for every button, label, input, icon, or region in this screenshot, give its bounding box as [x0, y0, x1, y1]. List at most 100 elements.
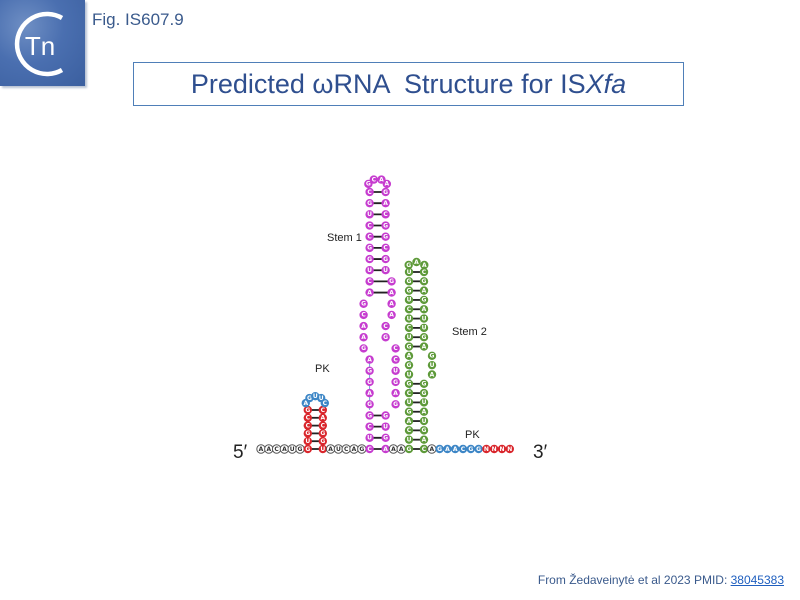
nucleotide-linker: G [357, 444, 367, 454]
svg-text:A: A [383, 446, 388, 453]
svg-text:A: A [320, 415, 325, 422]
nucleotide-pk-stem: C [318, 405, 327, 415]
svg-text:G: G [383, 435, 388, 442]
figure-label: Fig. IS607.9 [92, 10, 184, 29]
svg-text:C: C [383, 211, 388, 218]
nucleotide-stem2: U [404, 295, 414, 305]
nucleotide-stem1: G [381, 411, 390, 420]
nucleotide-stem1: A [387, 288, 396, 297]
svg-text:G: G [305, 430, 310, 437]
svg-text:G: G [361, 345, 366, 352]
svg-text:A: A [379, 176, 384, 183]
nucleotide-stem2: U [419, 416, 429, 426]
svg-text:C: C [323, 400, 328, 407]
svg-text:N: N [499, 446, 504, 453]
svg-text:G: G [383, 256, 388, 263]
svg-text:U: U [367, 267, 372, 274]
nucleotide-stem1: U [365, 433, 374, 443]
svg-text:G: G [383, 222, 388, 229]
svg-text:A: A [389, 312, 394, 319]
svg-text:C: C [407, 306, 412, 313]
svg-text:G: G [476, 446, 481, 453]
nucleotide-stem2: U [404, 333, 414, 342]
nucleotide-stem1: C [391, 344, 400, 353]
pmid-link[interactable]: 38045383 [730, 573, 784, 587]
nucleotide-pk-stem: U [303, 437, 312, 446]
svg-text:U: U [313, 393, 318, 400]
nucleotide-stem1: C [381, 243, 390, 253]
nucleotide-pk-stem: U [318, 444, 327, 454]
nucleotide-linker: A [396, 444, 406, 454]
svg-text:G: G [393, 401, 398, 408]
nucleotide-stem2: G [419, 388, 429, 398]
svg-text:C: C [367, 189, 372, 196]
nucleotide-5prime: U [287, 444, 297, 454]
nucleotide-pk-3prime: G [466, 444, 475, 454]
nucleotide-stem2: A [419, 435, 429, 444]
svg-text:A: A [352, 446, 357, 453]
nucleotide-stem2: G [427, 351, 437, 361]
nucleotide-stem1: A [359, 321, 368, 331]
nucleotide-stem2: G [404, 342, 414, 351]
svg-text:G: G [383, 412, 388, 419]
svg-text:A: A [422, 306, 427, 313]
svg-text:G: G [383, 189, 388, 196]
nucleotide-stem2: A [404, 351, 414, 361]
svg-text:C: C [372, 176, 377, 183]
nucleotide-stem1: A [381, 444, 390, 454]
svg-text:A: A [389, 301, 394, 308]
nucleotide-pk-stem: C [318, 421, 327, 430]
svg-text:U: U [407, 436, 412, 443]
nucleotide-stem1: A [365, 288, 374, 297]
citation-text: From Žedaveinytė et al 2023 PMID: [537, 573, 731, 587]
nucleotide-stem2: A [427, 370, 437, 379]
svg-text:A: A [407, 418, 412, 425]
svg-text:A: A [422, 343, 427, 350]
three-prime-label: 3′ [533, 442, 548, 463]
svg-text:G: G [468, 446, 473, 453]
svg-text:C: C [321, 407, 326, 414]
svg-text:G: G [367, 256, 372, 263]
nucleotide-stem1: C [365, 232, 374, 241]
nucleotide-linker: U [333, 444, 344, 454]
nucleotide-5prime: A [256, 444, 266, 454]
svg-text:A: A [430, 371, 435, 378]
nucleotide-stem2: C [419, 267, 429, 277]
svg-text:A: A [303, 400, 308, 407]
svg-text:C: C [407, 427, 412, 434]
svg-text:C: C [367, 446, 372, 453]
svg-text:A: A [367, 289, 372, 296]
svg-text:G: G [422, 278, 427, 285]
svg-text:G: G [422, 297, 427, 304]
svg-text:U: U [393, 368, 398, 375]
nucleotide-stem1: A [391, 388, 400, 398]
svg-text:G: G [407, 278, 412, 285]
svg-text:G: G [305, 446, 310, 453]
nucleotide-stem1: A [365, 388, 374, 398]
pk-label-bottom: PK [465, 429, 480, 441]
nucleotide-stem2: G [404, 360, 414, 370]
nucleotide-stem1: A [381, 198, 390, 208]
svg-text:G: G [407, 446, 412, 453]
stem1-label: Stem 1 [327, 232, 362, 244]
svg-text:C: C [367, 278, 372, 285]
svg-text:C: C [344, 446, 349, 453]
svg-text:A: A [453, 446, 458, 453]
nucleotide-stem1: U [365, 266, 374, 275]
svg-text:A: A [389, 289, 394, 296]
svg-text:G: G [407, 343, 412, 350]
svg-text:C: C [393, 356, 398, 363]
nucleotide-stem1: G [365, 377, 374, 387]
nucleotide-stem2: C [419, 444, 429, 454]
svg-text:A: A [361, 323, 366, 330]
svg-text:C: C [393, 345, 398, 352]
svg-text:A: A [328, 446, 333, 453]
svg-text:G: G [406, 262, 411, 269]
svg-text:C: C [383, 323, 388, 330]
nucleotide-stem2-loop: G [404, 260, 413, 270]
nucleotide-stem1: U [381, 266, 390, 275]
title-text: Predicted ωRNA Structure for IS [190, 68, 586, 99]
nucleotide-pk-stem: G [303, 405, 312, 415]
title-italic: Xfa [585, 68, 627, 99]
